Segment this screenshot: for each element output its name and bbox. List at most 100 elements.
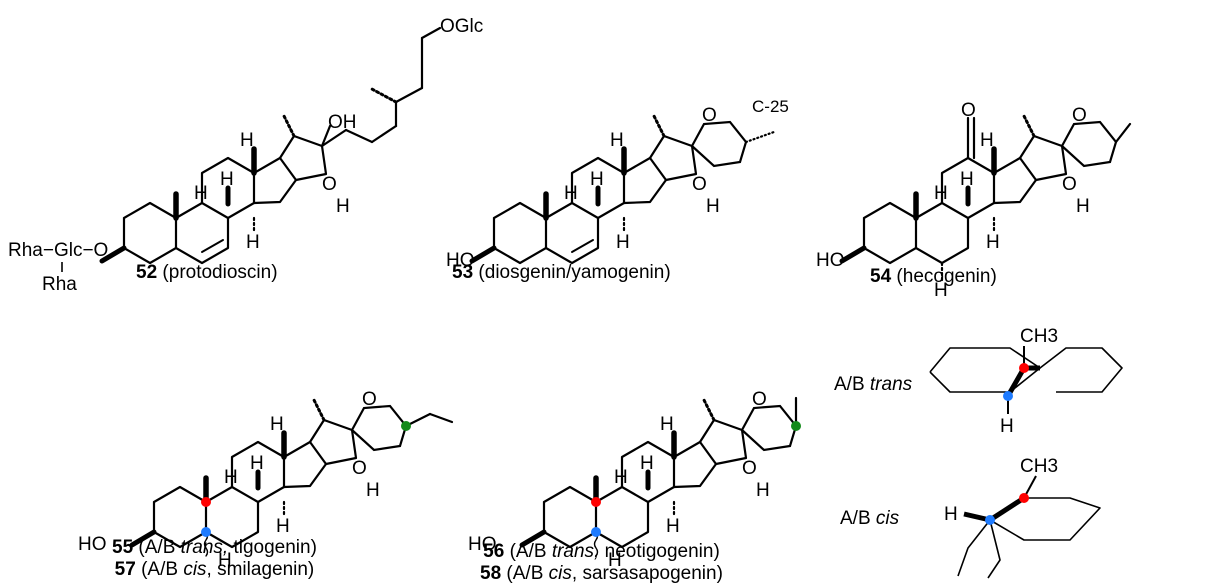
caption-55-57: 55 (A/B trans, tigogenin) 57 (A/B cis, s… [112, 537, 317, 581]
o-label: O [752, 389, 767, 410]
conf-descriptor: trans [869, 374, 913, 395]
o-label: O [1072, 105, 1087, 126]
h-label: H [564, 183, 578, 204]
h-label: H [980, 130, 994, 151]
caption-text: (A/B [506, 563, 549, 584]
h-label: H [944, 504, 958, 525]
caption-text: , sarsasapogenin) [571, 563, 723, 584]
ho-label: HO [816, 250, 845, 271]
h-label: H [666, 516, 680, 537]
h-label: H [366, 480, 380, 501]
stereo-descriptor: cis [183, 559, 207, 580]
methyl-label: CH3 [1020, 326, 1058, 347]
c25-marker [791, 421, 801, 431]
caption-53: 53 (diosgenin/yamogenin) [452, 262, 671, 284]
ab-trans-conformation [929, 346, 1123, 414]
caption-line-56: 56 (A/B trans, neotigogenin) [480, 541, 723, 563]
c10-marker [201, 497, 211, 507]
c25-label: C-25 [752, 97, 789, 116]
h-label: H [960, 169, 974, 190]
caption-52: 52 (protodioscin) [136, 262, 278, 284]
caption-line-57: 57 (A/B cis, smilagenin) [112, 559, 317, 581]
h-label: H [1000, 416, 1014, 437]
h-label: H [1076, 196, 1090, 217]
h-label: H [250, 453, 264, 474]
caption-56-58: 56 (A/B trans, neotigogenin) 58 (A/B cis… [480, 541, 723, 585]
caption-text: (A/B [509, 541, 552, 562]
compound-name: (hecogenin) [896, 266, 997, 287]
h-label: H [986, 232, 1000, 253]
structure-52: OGlc OH O H H H H H [99, 16, 483, 263]
h-label: H [220, 169, 234, 190]
c10-marker [591, 497, 601, 507]
h-label: H [616, 232, 630, 253]
c5-marker [985, 515, 995, 525]
h-label: H [270, 414, 284, 435]
h-label: H [706, 196, 720, 217]
sugar-chain-label: Rha−Glc−O [8, 240, 108, 261]
o-label: O [961, 100, 976, 121]
c5-marker [201, 527, 211, 537]
oglc-label: OGlc [440, 16, 483, 37]
stereo-descriptor: trans, [551, 541, 600, 562]
c25-marker [401, 421, 411, 431]
methyl-label: CH3 [1020, 456, 1058, 477]
ho-label: HO [446, 250, 475, 271]
caption-text: (A/B [138, 537, 181, 558]
compound-number: 53 [452, 262, 474, 283]
compound-number: 58 [480, 563, 502, 584]
c5-marker [1003, 391, 1013, 401]
compound-number: 52 [136, 262, 158, 283]
c10-marker [1019, 493, 1029, 503]
structure-54: O O O HO H H H H H H [816, 100, 1132, 301]
o-label: O [692, 174, 707, 195]
conf-descriptor: cis [875, 508, 900, 529]
h-label: H [608, 550, 622, 571]
o-label: O [352, 458, 367, 479]
h-label: H [246, 232, 260, 253]
caption-text: , smilagenin) [206, 559, 315, 580]
h-label: H [336, 196, 350, 217]
o-label: O [322, 174, 337, 195]
h-label: H [660, 414, 674, 435]
compound-number: 57 [114, 559, 136, 580]
h-label: H [640, 453, 654, 474]
caption-text: (A/B [141, 559, 184, 580]
caption-line-58: 58 (A/B cis, sarsasapogenin) [480, 563, 723, 585]
h-label: H [934, 183, 948, 204]
h-label: H [194, 183, 208, 204]
o-label: O [702, 105, 717, 126]
structure-53: O O C-25 HO H H H H H [446, 97, 789, 271]
ho-label: HO [468, 534, 497, 555]
stereo-descriptor: trans, [180, 537, 229, 558]
ab-cis-conformation [957, 475, 1101, 579]
compound-number: 54 [870, 266, 892, 287]
c5-marker [591, 527, 601, 537]
ab-cis-label: A/B cis [840, 508, 899, 530]
caption-54: 54 (hecogenin) [870, 266, 997, 288]
compound-number: 56 [483, 541, 505, 562]
ab-trans-label: A/B trans [834, 374, 912, 396]
caption-text: tigogenin) [228, 537, 317, 558]
structure-56-58: O O HO H H H H H H [468, 389, 801, 571]
stereo-descriptor: cis [548, 563, 572, 584]
o-label: O [742, 458, 757, 479]
h-label: H [934, 280, 948, 301]
h-label: H [224, 467, 238, 488]
conf-prefix: A/B [840, 508, 876, 529]
h-label: H [276, 516, 290, 537]
oh-label: OH [328, 112, 357, 133]
compound-number: 55 [112, 537, 134, 558]
h-label: H [218, 550, 232, 571]
h-label: H [614, 467, 628, 488]
h-label: H [590, 169, 604, 190]
caption-text: neotigogenin) [599, 541, 720, 562]
compound-name: (diosgenin/yamogenin) [478, 262, 671, 283]
conf-prefix: A/B [834, 374, 870, 395]
rha-label: Rha [42, 274, 77, 295]
c10-marker [1019, 363, 1029, 373]
o-label: O [1062, 174, 1077, 195]
h-label: H [610, 130, 624, 151]
